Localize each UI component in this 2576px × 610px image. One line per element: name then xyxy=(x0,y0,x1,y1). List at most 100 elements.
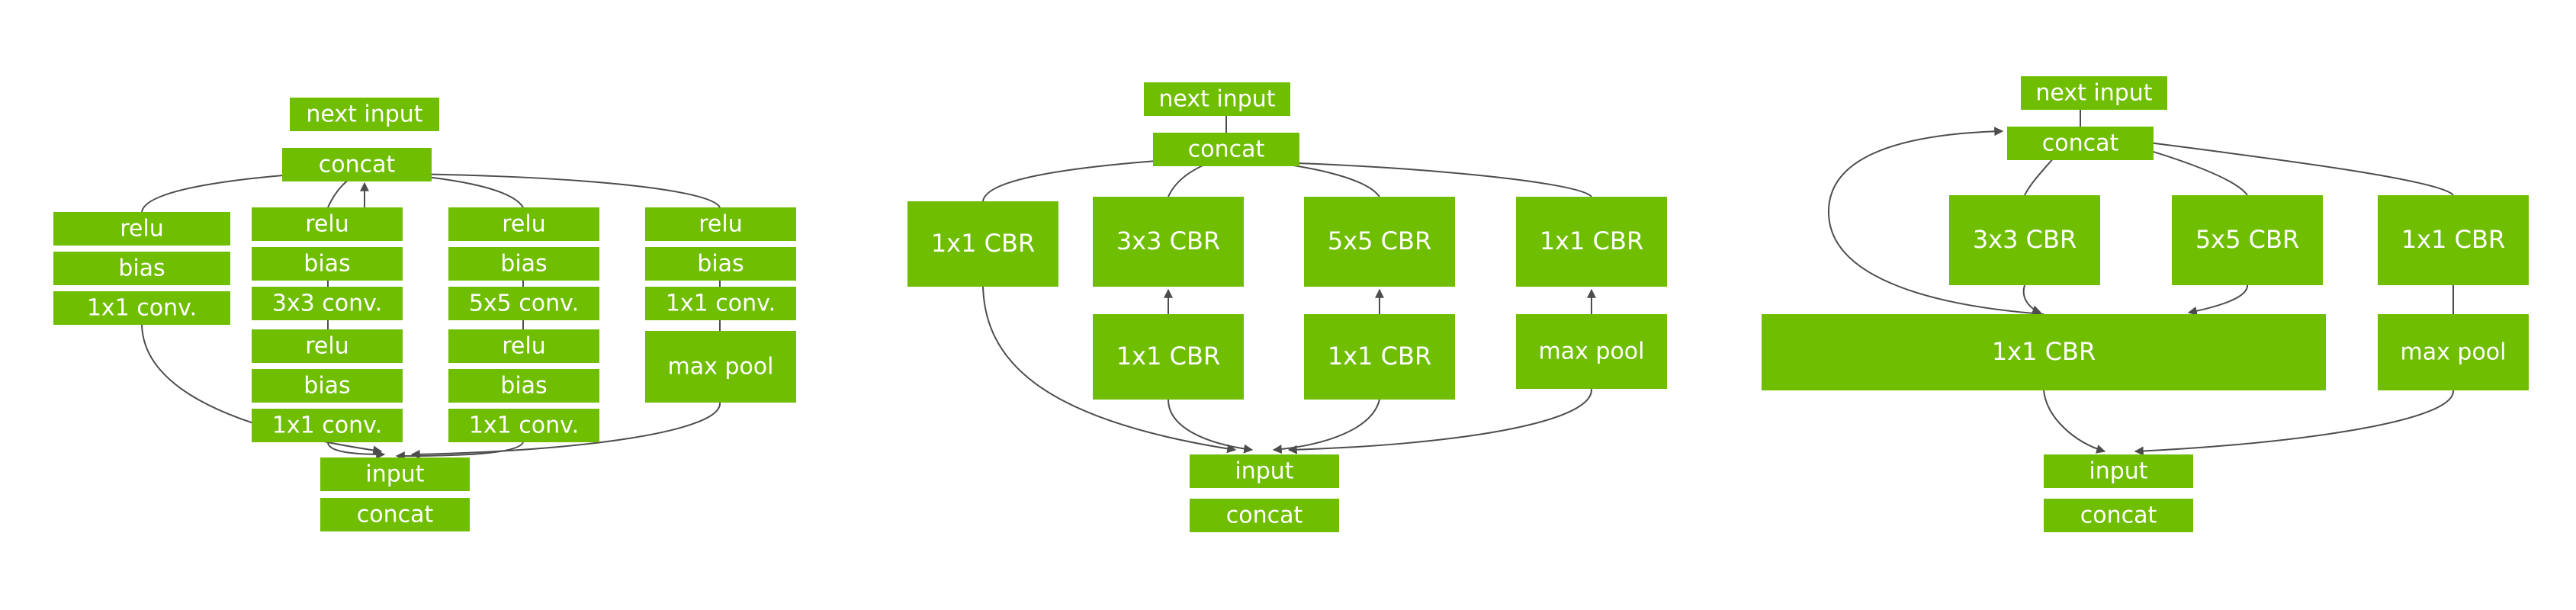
node-p3-shared-cbr[interactable]: 1x1 CBR xyxy=(1762,314,2326,390)
node-label: 1x1 CBR xyxy=(931,229,1035,258)
nodes-layer: next input concat relu bias 1x1 conv. relu bia… xyxy=(53,76,2529,532)
node-p1-c1-conv[interactable]: 1x1 conv. xyxy=(53,291,230,325)
node-p2-c4-cbr[interactable]: 1x1 CBR xyxy=(1516,197,1667,287)
node-p1-c2-relu-bot[interactable]: relu xyxy=(252,329,403,363)
node-box xyxy=(2378,195,2529,285)
node-box xyxy=(1516,314,1667,389)
node-box xyxy=(252,247,403,281)
node-label: relu xyxy=(305,211,348,238)
connector-arrow xyxy=(2187,284,2249,316)
node-p1-next-input[interactable]: next input xyxy=(290,98,439,131)
node-p1-c4-bias[interactable]: bias xyxy=(645,247,796,281)
node-p1-c2-bias-top[interactable]: bias xyxy=(252,247,403,281)
node-p1-c3-conv-bot[interactable]: 1x1 conv. xyxy=(448,409,599,442)
node-p1-c4-conv[interactable]: 1x1 conv. xyxy=(645,287,796,320)
node-box xyxy=(1190,454,1339,488)
node-p3-next-input[interactable]: next input xyxy=(2021,76,2167,110)
node-label: 1x1 conv. xyxy=(469,413,579,439)
node-p1-c1-relu[interactable]: relu xyxy=(53,212,230,246)
panel-naive-inception: next input concat relu bias 1x1 conv. relu bia… xyxy=(53,98,796,531)
node-label: input xyxy=(365,461,424,488)
node-p3-c2-cbr[interactable]: 3x3 CBR xyxy=(1949,195,2100,285)
node-p3-concat-top[interactable]: concat xyxy=(2007,127,2154,160)
node-p2-concat-top[interactable]: concat xyxy=(1153,133,1299,166)
node-label: 3x3 conv. xyxy=(272,291,382,317)
node-box xyxy=(448,207,599,241)
node-p1-input[interactable]: input xyxy=(320,458,470,491)
node-box xyxy=(907,201,1058,287)
node-p2-c1-cbr[interactable]: 1x1 CBR xyxy=(907,201,1058,287)
node-box xyxy=(1762,314,2326,390)
connector-arrow xyxy=(982,286,1237,454)
node-box xyxy=(252,287,403,320)
connector-arrow xyxy=(371,169,721,208)
node-box xyxy=(252,409,403,442)
node-label: 3x3 CBR xyxy=(1116,226,1220,255)
node-p1-c2-conv-bot[interactable]: 1x1 conv. xyxy=(252,409,403,442)
node-p2-c4-maxpool[interactable]: max pool xyxy=(1516,314,1667,389)
node-p1-concat-top[interactable]: concat xyxy=(282,148,432,181)
node-p2-c3-cbr-top[interactable]: 5x5 CBR xyxy=(1304,197,1455,287)
node-label: next input xyxy=(306,101,422,128)
node-label: relu xyxy=(120,216,163,242)
node-label: concat xyxy=(357,502,434,528)
node-p2-input[interactable]: input xyxy=(1190,454,1339,488)
node-p1-c2-conv-top[interactable]: 3x3 conv. xyxy=(252,287,403,320)
node-p3-input[interactable]: input xyxy=(2044,454,2193,488)
connector-arrow xyxy=(327,441,386,459)
node-box xyxy=(320,498,470,531)
connector-arrow xyxy=(1234,157,1592,197)
connector-arrow xyxy=(1827,127,2044,315)
connector-arrow xyxy=(2022,284,2042,314)
node-box xyxy=(282,148,432,181)
node-p1-c3-conv-top[interactable]: 5x5 conv. xyxy=(448,287,599,320)
node-p1-c2-bias-bot[interactable]: bias xyxy=(252,369,403,403)
node-box xyxy=(1093,197,1244,287)
node-label: bias xyxy=(304,373,350,400)
node-label: concat xyxy=(1188,136,1265,163)
node-p1-c4-maxpool[interactable]: max pool xyxy=(645,331,796,403)
node-box xyxy=(645,247,796,281)
node-box xyxy=(252,207,403,241)
node-label: 5x5 CBR xyxy=(1328,226,1431,255)
node-p3-concat-bot[interactable]: concat xyxy=(2044,499,2193,532)
node-p1-c3-relu-bot[interactable]: relu xyxy=(448,329,599,363)
node-label: relu xyxy=(502,211,545,238)
node-label: 1x1 CBR xyxy=(1328,342,1431,371)
panel-shared-cbr-inception: next input concat 3x3 CBR 5x5 CBR 1x1 CBR 1x1… xyxy=(1762,76,2529,532)
node-p1-c3-bias-top[interactable]: bias xyxy=(448,247,599,281)
node-p2-next-input[interactable]: next input xyxy=(1144,82,1290,116)
node-p3-c4-maxpool[interactable]: max pool xyxy=(2378,314,2529,390)
node-box xyxy=(1093,314,1244,400)
node-p1-c3-bias-bot[interactable]: bias xyxy=(448,369,599,403)
node-p2-c2-cbr-bot[interactable]: 1x1 CBR xyxy=(1093,314,1244,400)
node-box xyxy=(448,369,599,403)
node-p2-c3-cbr-bot[interactable]: 1x1 CBR xyxy=(1304,314,1455,400)
node-p3-c4-cbr[interactable]: 1x1 CBR xyxy=(2378,195,2529,285)
node-label: 1x1 conv. xyxy=(666,291,776,317)
node-p1-c4-relu[interactable]: relu xyxy=(645,207,796,241)
node-box xyxy=(252,369,403,403)
node-box xyxy=(53,252,230,285)
node-p3-c3-cbr[interactable]: 5x5 CBR xyxy=(2172,195,2323,285)
node-label: max pool xyxy=(1539,339,1645,365)
node-p2-c2-cbr-top[interactable]: 3x3 CBR xyxy=(1093,197,1244,287)
node-label: 1x1 conv. xyxy=(87,295,197,322)
node-box xyxy=(645,287,796,320)
node-p1-c1-bias[interactable]: bias xyxy=(53,252,230,285)
node-p1-concat-bot[interactable]: concat xyxy=(320,498,470,531)
connector-arrow xyxy=(1287,388,1593,454)
node-label: relu xyxy=(699,211,742,238)
node-label: bias xyxy=(118,255,165,282)
node-p2-concat-bot[interactable]: concat xyxy=(1190,499,1339,532)
node-box xyxy=(290,98,439,131)
node-p1-c2-relu-top[interactable]: relu xyxy=(252,207,403,241)
node-p1-c3-relu-top[interactable]: relu xyxy=(448,207,599,241)
node-label: 1x1 CBR xyxy=(1992,337,2096,366)
node-box xyxy=(2172,195,2323,285)
node-box xyxy=(448,329,599,363)
node-box xyxy=(252,329,403,363)
node-box xyxy=(2044,454,2193,488)
